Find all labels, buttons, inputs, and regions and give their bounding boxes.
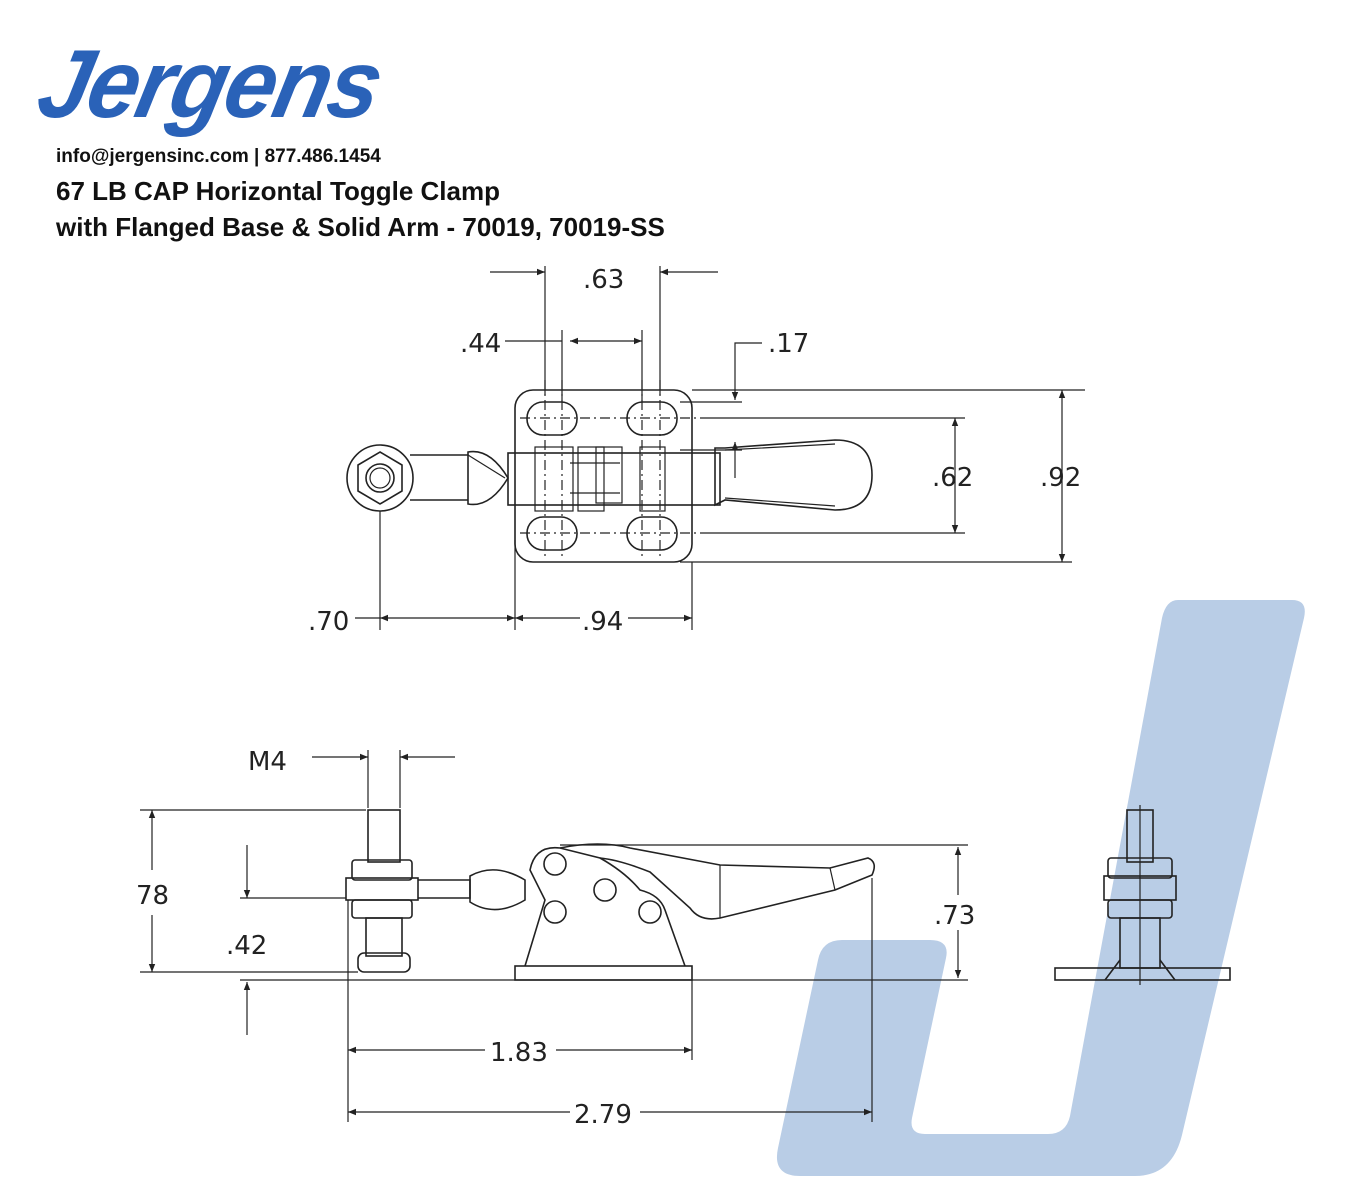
end-view bbox=[1054, 805, 1231, 985]
top-view: .63 .44 .17 .62 .92 .70 .94 bbox=[308, 265, 1085, 637]
product-title-line2: with Flanged Base & Solid Arm - 70019, 7… bbox=[56, 212, 665, 242]
dim-78: 78 bbox=[136, 881, 169, 911]
side-view: M4 78 .42 .73 1.83 2.79 bbox=[136, 747, 975, 1130]
dim-073: .73 bbox=[934, 901, 975, 931]
dim-094: .94 bbox=[582, 607, 623, 637]
dim-092: .92 bbox=[1040, 463, 1081, 493]
dim-044: .44 bbox=[460, 329, 501, 359]
dim-042: .42 bbox=[226, 931, 267, 961]
contact-info: info@jergensinc.com | 877.486.1454 bbox=[56, 146, 381, 167]
product-title-line1: 67 LB CAP Horizontal Toggle Clamp bbox=[56, 176, 500, 206]
dim-070: .70 bbox=[308, 607, 349, 637]
jergens-logo: Jergens bbox=[29, 31, 391, 139]
dim-063: .63 bbox=[583, 265, 624, 295]
watermark-j bbox=[776, 600, 1305, 1176]
dim-m4: M4 bbox=[248, 747, 287, 777]
dim-017: .17 bbox=[768, 329, 809, 359]
dim-279: 2.79 bbox=[574, 1100, 632, 1130]
dim-062: .62 bbox=[932, 463, 973, 493]
dim-183: 1.83 bbox=[490, 1038, 548, 1068]
